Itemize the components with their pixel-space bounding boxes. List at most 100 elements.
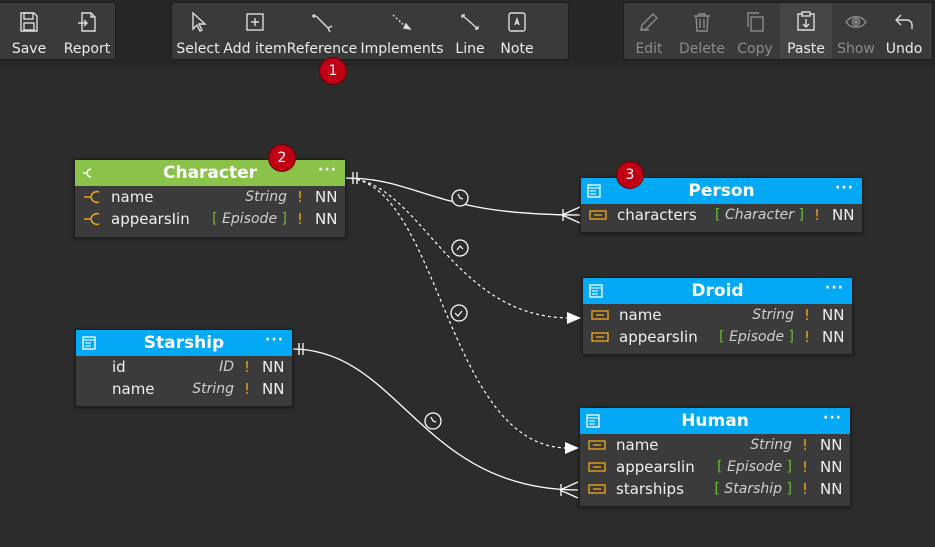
- field-icon: [588, 438, 608, 452]
- arrow-human: [565, 442, 579, 454]
- trash-icon: [689, 9, 715, 35]
- field-row[interactable]: appearsIin [ Episode ] ! NN: [580, 456, 850, 478]
- field-name: name: [616, 436, 659, 454]
- field-icon: [588, 460, 608, 474]
- add-item-button[interactable]: Add item: [223, 3, 287, 59]
- required-mark: !: [801, 436, 808, 454]
- field-row[interactable]: appearsIin [ Episode ] ! NN: [583, 326, 852, 348]
- reference-button[interactable]: Reference: [286, 3, 358, 59]
- field-row[interactable]: name String ! NN: [75, 186, 345, 208]
- show-button[interactable]: Show: [832, 3, 880, 59]
- implements-icon: [389, 9, 415, 35]
- table-icon: [82, 336, 96, 350]
- field-name: appearsIin: [111, 210, 190, 228]
- report-button[interactable]: Report: [61, 3, 113, 59]
- entity-droid[interactable]: Droid ··· name String ! NN appearsIin [ …: [582, 277, 853, 355]
- delete-button[interactable]: Delete: [674, 3, 730, 59]
- line-icon: [457, 9, 483, 35]
- edit-label: Edit: [635, 41, 663, 57]
- entity-header[interactable]: Human ···: [580, 408, 850, 434]
- delete-label: Delete: [679, 41, 725, 57]
- not-null-label: NN: [820, 458, 843, 476]
- field-type: [ Starship ]: [714, 481, 792, 497]
- copy-button[interactable]: Copy: [730, 3, 780, 59]
- field-icon: [589, 208, 609, 222]
- line-button[interactable]: Line: [446, 3, 494, 59]
- not-null-label: NN: [315, 188, 338, 206]
- implements-button[interactable]: Implements: [358, 3, 446, 59]
- field-icon: [591, 330, 611, 344]
- field-row[interactable]: starships [ Starship ] ! NN: [580, 478, 850, 500]
- field-type: String: [752, 307, 794, 323]
- pencil-icon: [636, 9, 662, 35]
- required-mark: !: [803, 306, 810, 324]
- reference-character-person[interactable]: [344, 177, 581, 216]
- field-name: appearsIin: [616, 458, 695, 476]
- note-icon: [504, 9, 530, 35]
- required-mark: !: [813, 206, 820, 224]
- entity-header[interactable]: Character ···: [75, 160, 345, 186]
- field-row[interactable]: name String ! NN: [583, 304, 852, 326]
- implements-character-human[interactable]: [344, 177, 569, 449]
- note-button[interactable]: Note: [494, 3, 540, 59]
- field-name: id: [112, 358, 126, 376]
- add-item-label: Add item: [223, 41, 287, 57]
- note-label: Note: [500, 41, 534, 57]
- callout-badge-1: 1: [320, 58, 346, 84]
- many-marker-human: [559, 481, 579, 499]
- reference-icon: [309, 9, 335, 35]
- field-row[interactable]: characters [ Character ] ! NN: [581, 204, 862, 226]
- select-button[interactable]: Select: [172, 3, 224, 59]
- entity-header[interactable]: Droid ···: [583, 278, 852, 304]
- undo-label: Undo: [885, 41, 923, 57]
- field-row[interactable]: name String ! NN: [580, 434, 850, 456]
- undo-icon: [891, 9, 917, 35]
- add-item-icon: [242, 9, 268, 35]
- file-toolbar: Save Report: [0, 2, 116, 60]
- entity-header[interactable]: Person ···: [581, 178, 862, 204]
- paste-label: Paste: [787, 41, 825, 57]
- not-null-label: NN: [262, 380, 285, 398]
- save-icon: [16, 9, 42, 35]
- report-icon: [74, 9, 100, 35]
- entity-header[interactable]: Starship ···: [76, 330, 292, 356]
- required-mark: !: [803, 328, 810, 346]
- entity-menu-icon[interactable]: ···: [318, 162, 337, 178]
- field-type: ID: [219, 359, 234, 375]
- field-row[interactable]: id ID ! NN: [76, 356, 292, 378]
- entity-menu-icon[interactable]: ···: [265, 332, 284, 348]
- entity-starship[interactable]: Starship ··· id ID ! NN name String ! NN: [75, 329, 293, 407]
- reference-starship-human[interactable]: [291, 348, 579, 491]
- field-row[interactable]: name String ! NN: [76, 378, 292, 400]
- entity-title: Human: [681, 411, 749, 431]
- tools-toolbar: Select Add item Reference Implements Lin…: [171, 2, 569, 60]
- arrow-droid: [567, 312, 581, 324]
- edit-button[interactable]: Edit: [624, 3, 674, 59]
- save-button[interactable]: Save: [0, 3, 61, 59]
- entity-title: Character: [162, 163, 258, 183]
- implements-character-droid[interactable]: [344, 177, 571, 319]
- interface-field-icon: [83, 212, 103, 226]
- table-icon: [587, 184, 601, 198]
- paste-button[interactable]: Paste: [780, 3, 832, 59]
- field-name: appearsIin: [619, 328, 698, 346]
- entity-menu-icon[interactable]: ···: [825, 280, 844, 296]
- cursor-icon: [185, 9, 211, 35]
- not-null-label: NN: [820, 436, 843, 454]
- not-null-label: NN: [820, 480, 843, 498]
- not-null-label: NN: [262, 358, 285, 376]
- interface-field-icon: [83, 190, 103, 204]
- entity-human[interactable]: Human ··· name String ! NN appearsIin [ …: [579, 407, 851, 507]
- entity-menu-icon[interactable]: ···: [835, 180, 854, 196]
- field-name: name: [112, 380, 155, 398]
- not-null-label: NN: [822, 328, 845, 346]
- entity-character[interactable]: Character ··· name String ! NN appearsIi…: [74, 159, 346, 238]
- undo-button[interactable]: Undo: [880, 3, 928, 59]
- field-type: String: [245, 189, 287, 205]
- implements-label: Implements: [360, 41, 444, 57]
- not-null-label: NN: [315, 210, 338, 228]
- field-name: starships: [616, 480, 684, 498]
- field-row[interactable]: appearsIin [ Episode ] ! NN: [75, 208, 345, 230]
- many-marker-person: [561, 206, 581, 224]
- entity-menu-icon[interactable]: ···: [823, 410, 842, 426]
